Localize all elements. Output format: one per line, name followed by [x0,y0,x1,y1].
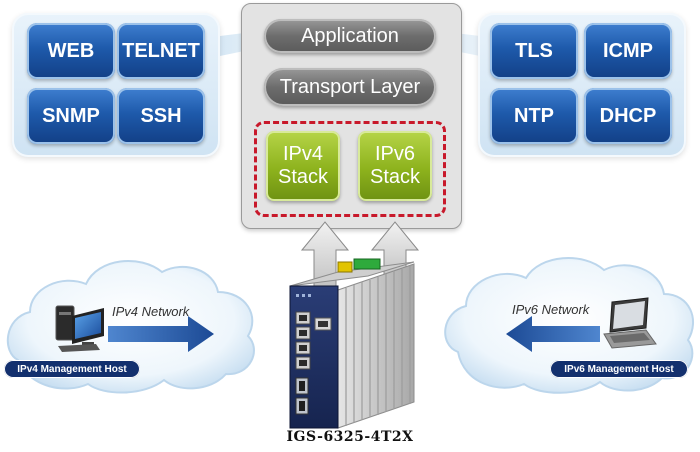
protocol-tls: TLS [490,23,578,79]
desktop-computer-icon [55,305,104,352]
ipv6-stack: IPv6 Stack [358,131,432,201]
protocol-telnet: TELNET [117,23,205,79]
ipv6-stack-line1: IPv6 [374,143,416,165]
switch-device-icon [289,258,415,429]
application-layer: Application [264,19,436,53]
ipv4-network-label: IPv4 Network [112,304,190,319]
ipv6-stack-line2: Stack [369,166,421,188]
ipv6-cloud [444,257,694,394]
ip-stack-boundary [254,121,446,217]
protocol-web: WEB [27,23,115,79]
ipv4-stack-line2: Stack [277,166,329,188]
ipv6-network-label: IPv6 Network [512,302,590,317]
ipv4-management-host-badge: IPv4 Management Host [4,360,140,378]
ipv4-stack-line1: IPv4 [282,143,324,165]
protocol-dhcp: DHCP [584,88,672,144]
protocol-snmp: SNMP [27,88,115,144]
protocol-ntp: NTP [490,88,578,144]
protocol-icmp: ICMP [584,23,672,79]
ipv4-stack: IPv4 Stack [266,131,340,201]
transport-layer: Transport Layer [264,68,436,106]
laptop-icon [603,297,657,349]
device-model-label: IGS-6325-4T2X [286,429,414,445]
protocol-ssh: SSH [117,88,205,144]
ipv4-network-arrow [108,316,214,352]
ipv6-management-host-badge: IPv6 Management Host [550,360,688,378]
ipv6-network-arrow [506,316,600,352]
